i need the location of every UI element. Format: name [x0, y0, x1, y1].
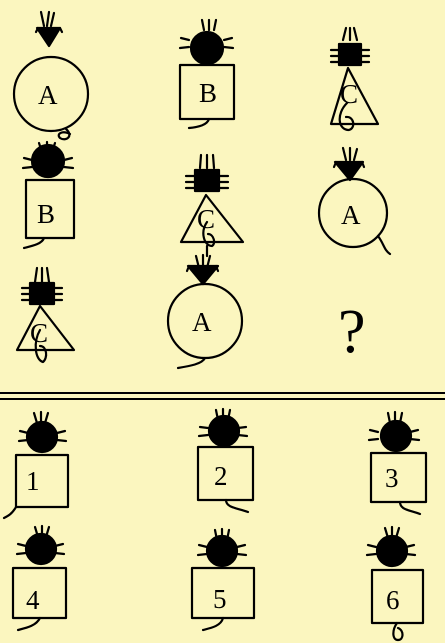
cat-head-icon	[17, 526, 64, 564]
cell-label: C	[30, 318, 48, 348]
answer-option-5[interactable]: 5	[192, 529, 254, 630]
answer-option-2[interactable]: 2	[198, 409, 253, 512]
bug-head-icon	[186, 155, 228, 191]
tail-icon	[393, 623, 402, 640]
cat-head-icon	[23, 142, 73, 177]
question-mark: ?	[338, 298, 366, 366]
tail-icon	[226, 500, 248, 512]
option-label: 3	[385, 463, 399, 493]
answer-option-3[interactable]: 3	[369, 412, 426, 514]
triangle-head-icon	[334, 148, 364, 180]
tail-icon	[24, 238, 44, 248]
cat-head-icon	[180, 20, 233, 64]
option-label: 1	[26, 466, 40, 496]
cell-label: A	[192, 307, 212, 337]
tail-icon	[189, 119, 209, 128]
option-label: 6	[386, 585, 400, 615]
option-label: 5	[213, 584, 227, 614]
cell-label: C	[197, 204, 215, 234]
answer-option-1[interactable]: 1	[4, 412, 68, 518]
square-body-icon	[16, 455, 68, 507]
tail-icon	[378, 236, 390, 254]
option-label: 4	[26, 585, 40, 615]
grid-cell-r1c3[interactable]: C	[331, 28, 378, 130]
triangle-head-icon	[187, 255, 218, 284]
cat-head-icon	[369, 412, 419, 451]
cell-label: B	[37, 199, 55, 229]
grid-cell-r1c1[interactable]: A	[14, 12, 88, 139]
bug-head-icon	[331, 28, 369, 65]
square-body-icon	[371, 453, 426, 502]
tail-icon	[178, 358, 205, 368]
grid-cell-r2c3[interactable]: A	[319, 148, 390, 254]
tail-icon	[4, 507, 16, 518]
cat-head-icon	[367, 527, 415, 566]
grid-cell-r3c3-missing[interactable]: ?	[338, 298, 366, 366]
cat-head-icon	[198, 529, 246, 566]
cat-head-icon	[199, 409, 247, 446]
answer-option-6[interactable]: 6	[367, 527, 423, 640]
tail-icon	[400, 502, 420, 514]
cell-label: A	[341, 200, 361, 230]
cell-label: B	[199, 78, 217, 108]
grid-cell-r3c1[interactable]: C	[17, 268, 74, 362]
tail-icon	[18, 618, 40, 630]
cell-label: C	[340, 79, 358, 109]
square-body-icon	[13, 568, 66, 618]
triangle-head-icon	[36, 12, 62, 46]
grid-cell-r3c2[interactable]: A	[168, 255, 242, 368]
grid-cell-r2c2[interactable]: C	[181, 155, 243, 256]
cat-head-icon	[19, 412, 66, 452]
grid-cell-r1c2[interactable]: B	[180, 20, 234, 128]
option-label: 2	[214, 461, 228, 491]
answer-option-4[interactable]: 4	[13, 526, 66, 630]
cell-label: A	[38, 80, 58, 110]
bug-head-icon	[22, 268, 62, 304]
grid-cell-r2c1[interactable]: B	[23, 142, 74, 248]
tail-icon	[203, 618, 223, 630]
